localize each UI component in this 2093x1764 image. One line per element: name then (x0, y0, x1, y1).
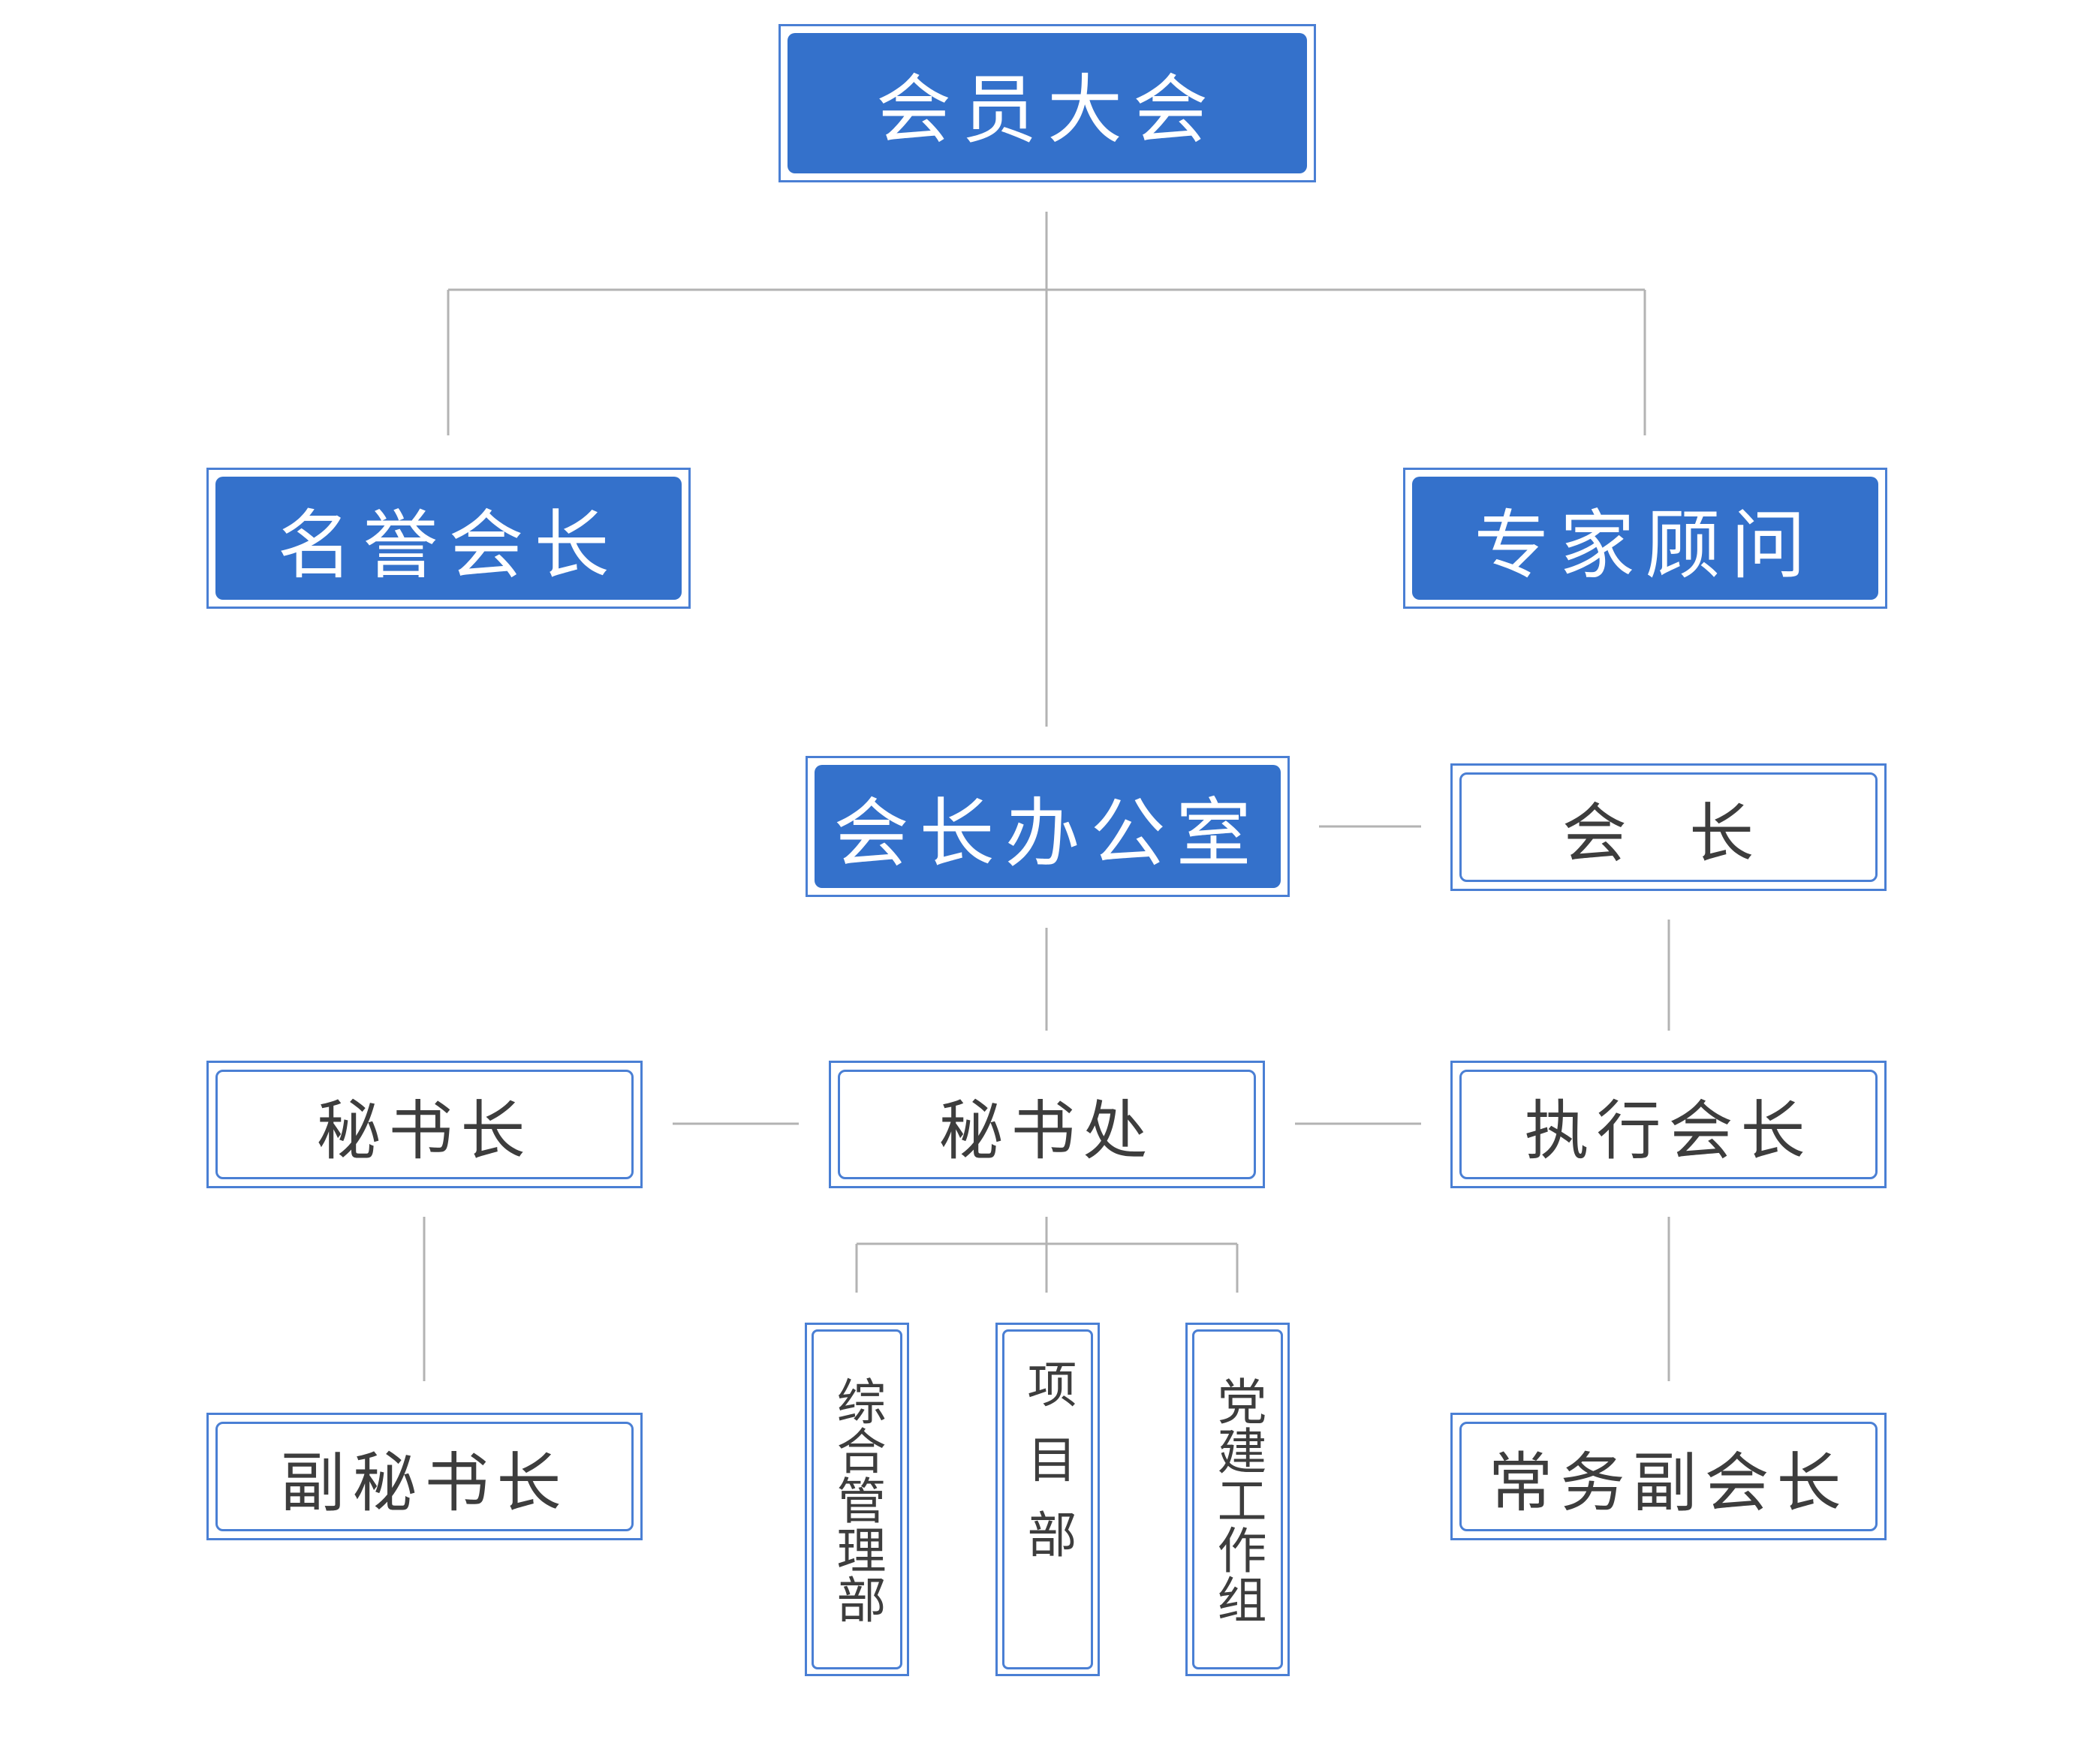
president-office-label: 会长办公室 (833, 789, 1262, 877)
project-department-box: 项目部 (995, 1323, 1100, 1676)
project-department-label: 项目部 (1019, 1359, 1077, 1584)
deputy-secretary-general-label: 副秘书长 (280, 1445, 569, 1521)
standing-vice-president-box: 常务副会长 (1450, 1413, 1887, 1540)
expert-advisor-label: 专家顾问 (1474, 501, 1817, 589)
assembly-box: 会员大会 (778, 24, 1316, 182)
standing-vice-president-label: 常务副会长 (1488, 1445, 1849, 1521)
executive-president-label: 执行会长 (1524, 1093, 1813, 1169)
deputy-secretary-general-box: 副秘书长 (206, 1413, 643, 1540)
party-building-box: 党建工作组 (1185, 1323, 1290, 1676)
secretary-general-box: 秘书长 (206, 1061, 643, 1188)
general-management-label: 综合管理部 (828, 1375, 887, 1624)
honorary-president-label: 名誉会长 (277, 501, 620, 589)
secretariat-box: 秘书处 (829, 1061, 1265, 1188)
executive-president-box: 执行会长 (1450, 1061, 1887, 1188)
expert-advisor-box: 专家顾问 (1403, 468, 1887, 609)
president-box: 会 长 (1450, 763, 1887, 891)
party-building-label: 党建工作组 (1209, 1375, 1267, 1624)
assembly-label: 会员大会 (876, 66, 1218, 154)
president-label: 会 长 (1561, 796, 1775, 871)
general-management-box: 综合管理部 (805, 1323, 909, 1676)
president-office-box: 会长办公室 (806, 756, 1290, 897)
secretary-general-label: 秘书长 (316, 1093, 533, 1169)
secretariat-label: 秘书处 (938, 1093, 1155, 1169)
honorary-president-box: 名誉会长 (206, 468, 691, 609)
